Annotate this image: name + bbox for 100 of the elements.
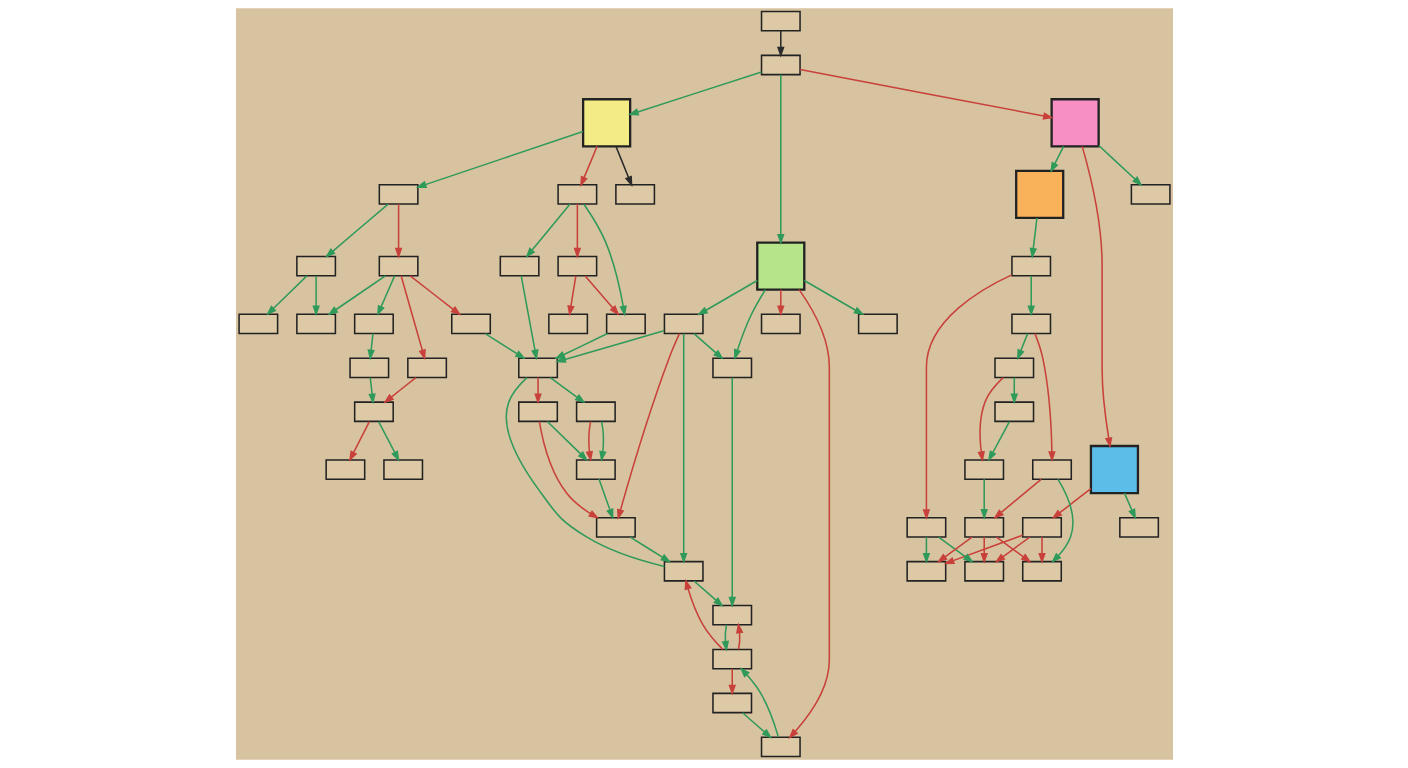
arrow xyxy=(415,130,584,189)
node-box xyxy=(406,357,447,379)
arrow xyxy=(692,580,724,607)
arrow xyxy=(1050,478,1074,564)
arrow xyxy=(525,203,571,259)
node-box xyxy=(353,313,394,335)
arrow xyxy=(598,420,607,462)
arrow xyxy=(1010,376,1018,405)
node-box xyxy=(382,459,423,480)
arrow xyxy=(692,332,724,360)
arrow xyxy=(538,420,599,519)
arrow xyxy=(573,203,581,259)
node-box xyxy=(755,241,805,291)
arrow xyxy=(566,275,577,317)
arrow xyxy=(376,275,395,317)
node-box xyxy=(905,516,946,538)
arrow xyxy=(679,332,687,564)
node-box xyxy=(1130,184,1171,205)
arrow xyxy=(1051,487,1092,520)
node-box xyxy=(760,313,801,335)
arrow xyxy=(976,376,1004,463)
node-box xyxy=(711,604,752,626)
arrow xyxy=(519,275,539,361)
node-box xyxy=(760,10,801,32)
arrow xyxy=(1026,275,1035,317)
node-box xyxy=(324,459,365,480)
arrow xyxy=(324,203,389,258)
arrow xyxy=(803,279,864,316)
node-box xyxy=(760,736,801,758)
node-box xyxy=(295,313,336,335)
node-box xyxy=(556,184,597,205)
node-box xyxy=(711,692,752,714)
arrow xyxy=(408,275,461,316)
node-box xyxy=(1089,444,1139,495)
arrow xyxy=(554,329,665,363)
node-box xyxy=(581,98,631,148)
arrow xyxy=(583,275,619,316)
node-box xyxy=(993,357,1034,379)
arrow xyxy=(382,376,417,404)
arrow xyxy=(348,420,370,462)
arrow xyxy=(741,712,772,739)
node-box xyxy=(348,357,389,379)
arrow xyxy=(787,288,830,739)
arrow xyxy=(311,275,320,317)
arrow xyxy=(943,534,1023,565)
node-box xyxy=(760,54,801,76)
node-box xyxy=(905,560,946,582)
arrow xyxy=(739,667,779,738)
arrow xyxy=(579,145,598,187)
arrow xyxy=(979,478,988,520)
arrow xyxy=(1037,536,1046,564)
arrow xyxy=(597,478,613,520)
node-box xyxy=(1010,255,1051,277)
node-box xyxy=(556,255,597,277)
arrow xyxy=(377,420,399,462)
arrow xyxy=(727,376,736,608)
node-box xyxy=(605,313,646,335)
node-box xyxy=(963,516,1004,538)
arrow xyxy=(776,30,785,58)
arrow xyxy=(549,376,585,404)
node-box xyxy=(575,459,616,480)
node-box xyxy=(1031,459,1072,480)
arrow xyxy=(727,668,736,696)
arrow xyxy=(1123,492,1136,520)
arrow xyxy=(265,275,308,316)
node-box xyxy=(663,313,704,335)
node-box xyxy=(1050,98,1100,148)
arrow xyxy=(1029,217,1038,259)
node-box xyxy=(450,313,491,335)
node-box xyxy=(711,357,752,379)
node-box xyxy=(295,255,336,277)
node-box xyxy=(378,255,419,277)
arrow xyxy=(922,274,1012,520)
node-box xyxy=(1014,169,1064,220)
arrow xyxy=(326,275,386,316)
arrow xyxy=(1049,145,1064,173)
arrow xyxy=(366,332,375,361)
arrow xyxy=(616,332,680,520)
arrow xyxy=(992,478,1042,520)
node-box xyxy=(517,401,558,423)
node-box xyxy=(517,357,558,379)
node-box xyxy=(499,255,540,277)
arrow xyxy=(614,145,632,187)
arrow xyxy=(629,536,671,563)
arrow xyxy=(553,332,608,360)
arrow xyxy=(483,332,526,360)
node-box xyxy=(547,313,588,335)
arrow xyxy=(367,376,376,405)
arrow xyxy=(1080,145,1112,449)
node-box xyxy=(237,313,278,335)
node-box xyxy=(1021,516,1062,538)
arrow xyxy=(627,71,762,116)
arrow xyxy=(1033,332,1056,463)
arrow xyxy=(399,275,426,361)
arrow xyxy=(798,68,1054,120)
arrow xyxy=(533,376,542,405)
node-box xyxy=(711,648,752,670)
node-box xyxy=(993,401,1034,423)
arrow xyxy=(684,578,724,651)
node-box xyxy=(378,184,419,205)
